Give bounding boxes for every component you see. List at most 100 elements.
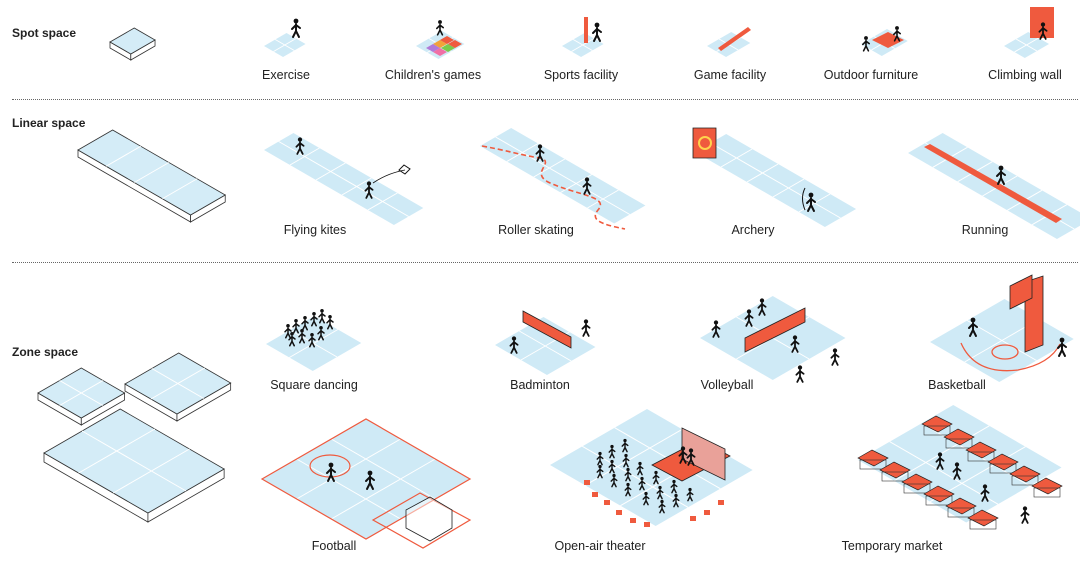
- person-head: [438, 20, 442, 24]
- market-stall-icon: [901, 473, 933, 491]
- grid-line: [331, 458, 436, 520]
- person-head: [294, 318, 298, 323]
- person-body: [672, 496, 680, 508]
- volleyball-player-icon: [795, 365, 805, 383]
- person-body: [636, 464, 644, 476]
- basketball-player-icon: [968, 317, 978, 337]
- person-head: [792, 335, 798, 340]
- person-body: [757, 302, 767, 316]
- caption-archery: Archery: [731, 223, 775, 237]
- caption-exercise: Exercise: [262, 68, 310, 82]
- market-stall-icon: [1031, 477, 1063, 495]
- grid-line: [746, 163, 779, 183]
- hopscotch-square: [440, 36, 454, 44]
- actor-icon: [686, 448, 696, 466]
- grid-line: [113, 448, 190, 494]
- person-head: [713, 320, 719, 325]
- stall-table: [969, 519, 997, 530]
- grid-line: [331, 438, 436, 500]
- person-head: [594, 22, 600, 28]
- empty-chair-icon: [584, 480, 590, 485]
- caption-badminton: Badminton: [510, 378, 570, 392]
- person-body: [1020, 510, 1030, 524]
- person-head: [644, 491, 648, 496]
- person-head: [366, 181, 372, 186]
- badminton-icon: [581, 319, 591, 337]
- caption-temporary-market: Temporary market: [841, 539, 943, 553]
- person-head: [654, 470, 658, 475]
- person-body: [301, 319, 309, 331]
- grid-line: [78, 428, 156, 474]
- audience-icon: [596, 451, 604, 466]
- person-head: [319, 325, 323, 330]
- grid-line: [495, 136, 631, 215]
- empty-chair-icon: [718, 500, 724, 505]
- person-head: [623, 438, 627, 443]
- empty-chair-icon: [592, 492, 598, 497]
- person-head: [367, 470, 373, 476]
- linear-space-slab: [77, 129, 227, 223]
- person-body: [308, 336, 316, 348]
- person-body: [686, 452, 696, 466]
- grid-line: [710, 142, 841, 219]
- person-body: [658, 502, 666, 514]
- person-head: [660, 499, 664, 504]
- row-divider: [12, 262, 1078, 263]
- audience-icon: [608, 444, 616, 459]
- archery-icon: [802, 187, 806, 211]
- person-body: [435, 23, 445, 36]
- person-head: [626, 467, 630, 472]
- pitch-boundary: [260, 418, 472, 540]
- person-body: [638, 479, 646, 491]
- person-body: [744, 313, 754, 327]
- person-body: [642, 494, 650, 506]
- grid-line: [341, 177, 372, 196]
- person-head: [297, 137, 303, 142]
- person-head: [598, 464, 602, 469]
- theater-floor-surface: [550, 409, 753, 526]
- zone-space-slab-medium: [124, 352, 232, 422]
- running-lane: [924, 144, 1062, 223]
- person-body: [968, 322, 978, 337]
- person-head: [895, 26, 899, 30]
- person-body: [298, 332, 306, 344]
- sports-facility-floor: [562, 33, 604, 57]
- grid-line: [59, 380, 104, 406]
- caption-football: Football: [311, 539, 357, 553]
- person-body: [291, 23, 301, 38]
- volleyball-player-icon: [790, 335, 800, 353]
- kite-path-floor: [264, 133, 424, 225]
- grid-line: [81, 430, 187, 492]
- empty-chair-icon: [604, 500, 610, 505]
- audience-icon: [624, 482, 632, 497]
- empty-chair-icon: [644, 522, 650, 527]
- bench-icon: [872, 32, 904, 48]
- audience-icon: [636, 461, 644, 476]
- volleyball-player-icon: [744, 309, 754, 327]
- person-body: [608, 462, 616, 474]
- grid-line: [150, 367, 205, 400]
- spot-space-slab: [109, 27, 156, 61]
- person-head: [808, 192, 814, 198]
- person-head: [511, 336, 517, 341]
- audience-icon: [621, 438, 629, 453]
- volleyball-icon: [830, 348, 840, 366]
- climbing-wall-floor: [1004, 32, 1050, 58]
- grid-line: [296, 458, 401, 520]
- stall-table: [859, 459, 887, 470]
- basketball-backboard: [1009, 274, 1033, 310]
- person-head: [286, 323, 290, 328]
- kite-string: [372, 169, 406, 184]
- grid-line: [296, 438, 401, 500]
- person-body: [1057, 342, 1067, 357]
- grid-line: [134, 162, 170, 183]
- person-body: [656, 488, 664, 500]
- caption-climbing-wall: Climbing wall: [988, 68, 1062, 82]
- person-body: [678, 450, 688, 464]
- person-body: [830, 352, 840, 366]
- stall-table: [881, 471, 909, 482]
- person-head: [1022, 506, 1028, 511]
- person-head: [626, 482, 630, 487]
- audience-icon: [624, 467, 632, 482]
